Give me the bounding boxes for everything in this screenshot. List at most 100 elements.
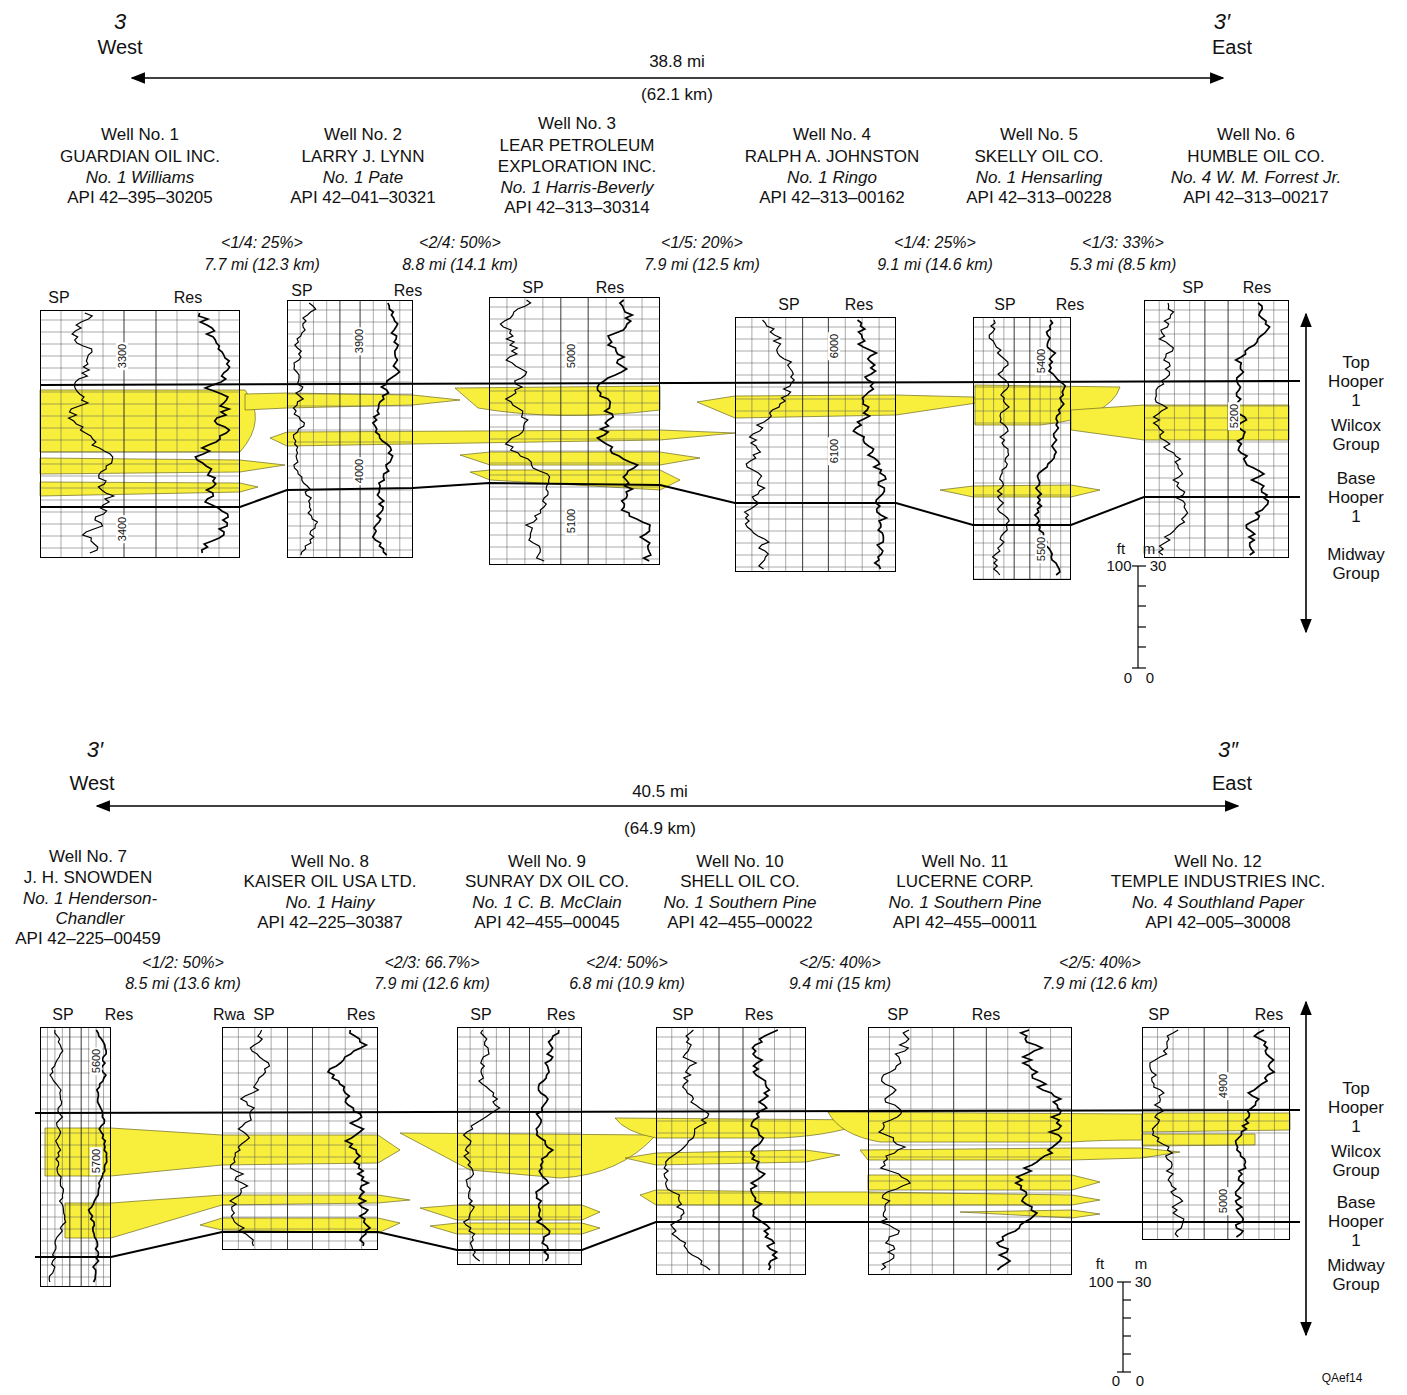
correlation-line [97,805,1238,807]
grid-line [542,1027,543,1265]
depth-number: 5600 [90,1047,102,1075]
correlation-line [35,1222,1300,1257]
grid-line [656,1037,806,1038]
grid-line [973,351,1071,352]
well-header: API 42–455–00011 [893,913,1037,933]
grid-line [868,1073,1072,1074]
grid-line [62,1027,63,1287]
grid-line [735,327,896,328]
grid-line [489,559,660,560]
grid-line [287,358,413,359]
grid-line [656,1097,806,1098]
sand-body [40,390,255,452]
grid-line [1142,1133,1290,1134]
well-lease-name: No. 1 Williams [86,168,194,188]
grid-line [868,1061,1072,1062]
grid-line [656,1169,806,1170]
well-header: API 42–395–30205 [67,188,213,208]
correlation-line [1305,1002,1307,1335]
grid-line [457,1121,582,1122]
grid-line [555,1027,556,1265]
track-edge [69,1027,70,1287]
grid-line [40,428,240,429]
depth-number: 6100 [828,437,840,465]
grid-line [973,507,1071,508]
well-spacing-label: <1/3: 33%> [1082,233,1164,252]
grid-line [973,387,1071,388]
well-spacing-label: <1/4: 25%> [221,233,303,252]
grid-line [973,495,1071,496]
grid-line [735,483,896,484]
well-header: API 42–225–30387 [257,913,403,933]
grid-line [1174,300,1175,558]
well-header: KAISER OIL USA LTD. [244,872,417,892]
track-edge [339,300,340,558]
well-header: API 42–313–00217 [1183,188,1329,208]
grid-line [457,1085,582,1086]
grid-line [1144,478,1289,479]
grid-line [238,1027,239,1250]
grid-line [973,447,1071,448]
grid-line [287,346,413,347]
grid-line [656,1193,806,1194]
grid-line [489,331,660,332]
grid-line [868,1097,1072,1098]
grid-line [40,440,240,441]
g-shape [97,78,1306,1335]
scale-label: 30 [1150,557,1167,575]
grid-line [40,356,240,357]
grid-line [373,300,374,558]
grid-line [973,435,1071,436]
sand-body [625,1150,840,1165]
log-curve [294,303,318,555]
grid-line [973,339,1071,340]
grid-line [735,423,896,424]
well-spacing-label: <2/5: 40%> [1059,953,1141,972]
grid-line [457,1193,582,1194]
log-curve [89,1030,107,1282]
curve-header: Res [845,296,873,314]
well-log-panel: SPRes50005100 [489,297,660,565]
grid-line [768,317,769,572]
grid-line [345,1027,346,1250]
grid-line [845,317,846,572]
grid-line [790,1027,791,1275]
grid-line [1273,300,1274,558]
grid-line [973,543,1071,544]
grid-line [222,1145,378,1146]
grid-line [1144,454,1289,455]
grid-line [40,416,240,417]
well-header: (64.9 km) [624,819,696,839]
grid-line [287,394,413,395]
grid-line [271,1027,272,1250]
well-spacing-label: <1/5: 20%> [661,233,743,252]
grid-line [40,500,240,501]
log-curve [195,313,229,553]
log-curve [597,300,650,561]
grid-line [496,1027,497,1265]
well-spacing-label: <2/4: 50%> [419,233,501,252]
curve-header: SP [253,1006,274,1024]
log-curve [49,1030,65,1282]
correlation-line [1117,1281,1131,1282]
well-spacing-label: 7.7 mi (12.3 km) [204,255,320,274]
grid-line [287,538,413,539]
curve-header: SP [1182,279,1203,297]
well-header: Well No. 7 [49,847,127,867]
well-log-panel: SPRes5200 [1144,300,1289,558]
track-edge [560,297,561,565]
grid-line [735,555,896,556]
grid-line [932,1027,933,1275]
section-end-label: 3 [114,9,126,35]
grid-line [879,317,880,572]
grid-line [40,1133,111,1134]
curve-header: Res [394,282,422,300]
track-edge [1204,1027,1205,1240]
grid-line [656,1049,806,1050]
grid-line [328,1027,329,1250]
well-header: Well No. 1 [101,125,179,145]
grid-line [489,319,660,320]
grid-line [457,1061,582,1062]
well-log-panel: SPRes56005700 [40,1027,111,1287]
